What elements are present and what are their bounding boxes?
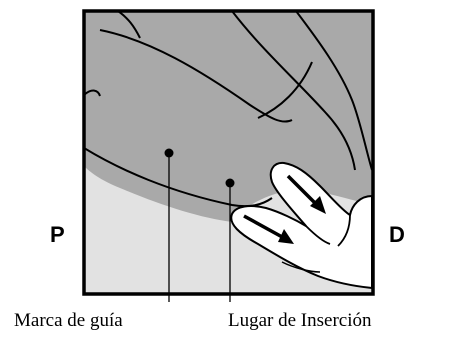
guide-mark-caption: Marca de guía [14, 310, 123, 331]
limb-contour-lower [84, 147, 273, 208]
proximal-label: P [50, 222, 65, 247]
limb-contour-top-left [117, 11, 141, 39]
insertion-site-caption: Lugar de Inserción [228, 310, 372, 331]
hand-shape [230, 161, 373, 289]
finger-crease-1 [305, 225, 331, 245]
distal-label: D [389, 222, 405, 247]
upper-limb-segment [232, 11, 372, 150]
limb-contour-left-bump [84, 89, 101, 97]
limb-contour-upper-right [231, 11, 356, 171]
arrow-lower-finger [243, 214, 294, 244]
limb-contour-arm-mid [257, 61, 313, 119]
diagram-frame [82, 9, 375, 296]
arrow-upper-finger [286, 174, 326, 214]
limb-contour-arm-top [99, 29, 293, 123]
limb-contour-right-edge [295, 11, 373, 171]
finger-crease-2 [337, 214, 351, 247]
finger-crease-3 [281, 261, 321, 273]
